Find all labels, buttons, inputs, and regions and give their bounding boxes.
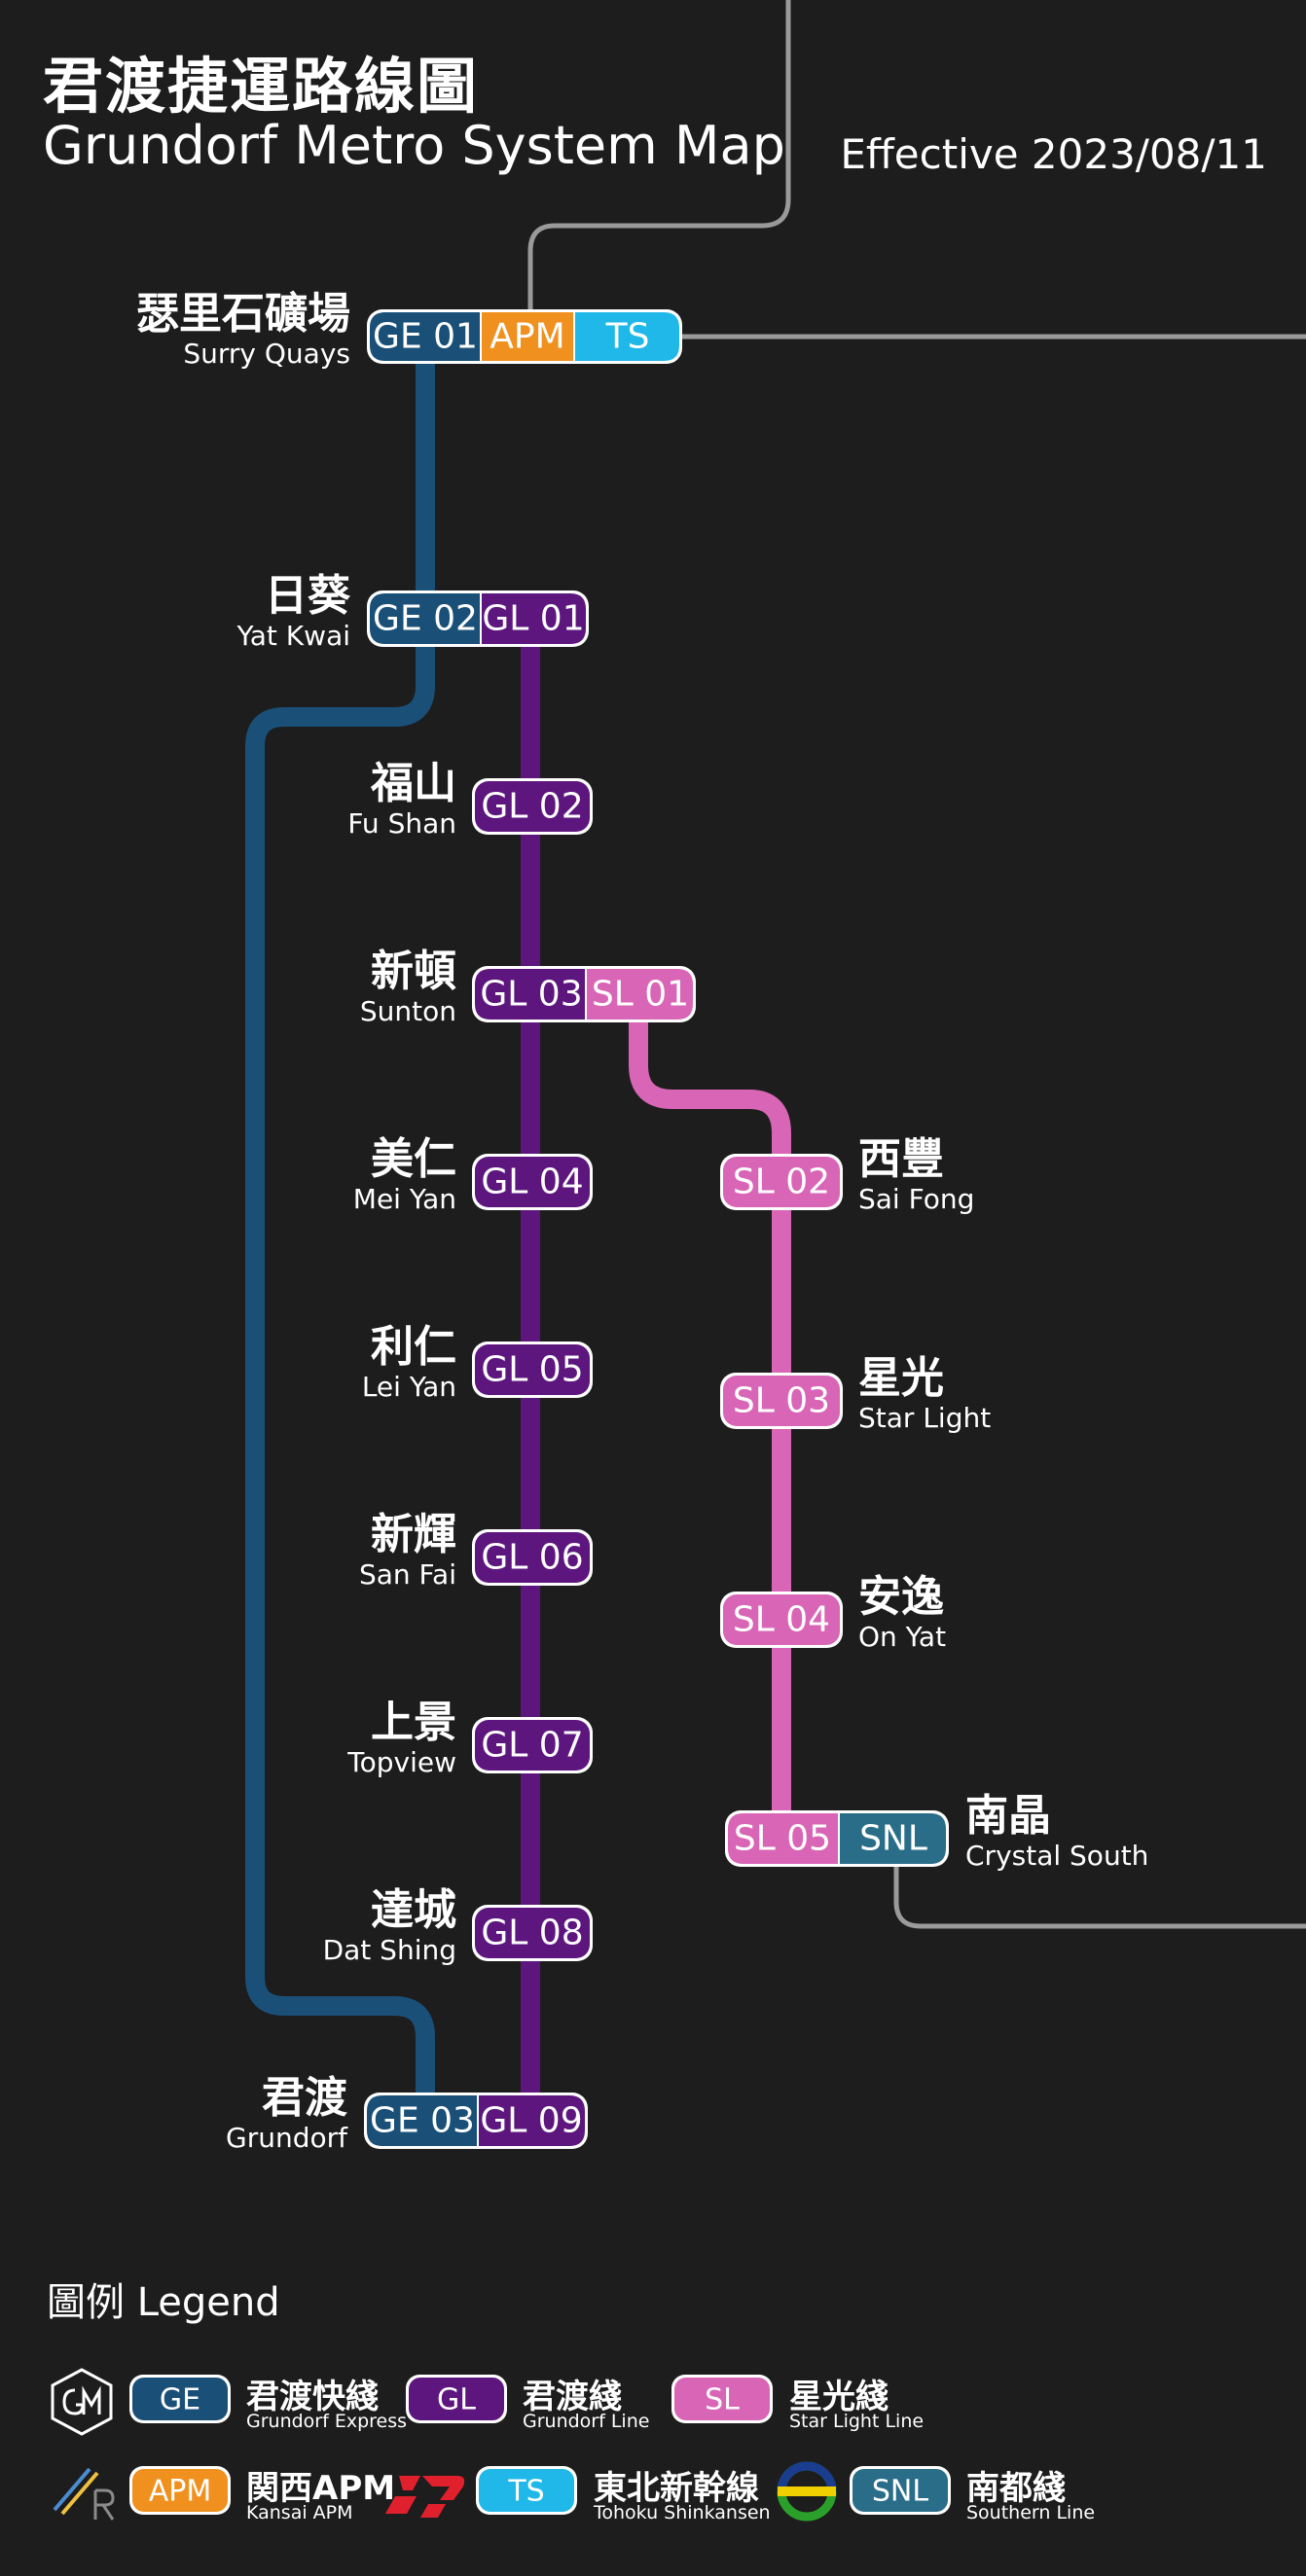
code-gl08: GL 08 bbox=[481, 1914, 583, 1953]
southern-line-roundel-icon bbox=[777, 2461, 837, 2522]
legend-ge-label-zh: 君渡快綫 bbox=[246, 2378, 379, 2416]
station-pill-sunton: GL 03 SL 01 bbox=[472, 966, 696, 1022]
svg-text:GE: GE bbox=[160, 2383, 200, 2417]
legend-sl-label-en: Star Light Line bbox=[789, 2411, 925, 2432]
connector-line-north bbox=[527, 0, 791, 321]
code-ge02: GE 02 bbox=[373, 599, 478, 639]
legend-snl-label-zh: 南都綫 bbox=[966, 2469, 1066, 2508]
code-gl05: GL 05 bbox=[481, 1350, 583, 1390]
station-pill-yat-kwai: GE 02 GL 01 bbox=[367, 590, 589, 647]
svg-text:SNL: SNL bbox=[872, 2475, 928, 2509]
code-snl: SNL bbox=[859, 1819, 927, 1859]
legend-sl-label-zh: 星光綫 bbox=[789, 2378, 889, 2416]
svg-text:TS: TS bbox=[507, 2475, 544, 2509]
svg-text:SL: SL bbox=[705, 2383, 740, 2417]
effective-date: Effective 2023/08/11 bbox=[840, 130, 1267, 178]
legend-ts-label-en: Tohoku Shinkansen bbox=[594, 2502, 771, 2523]
legend-gl-label-zh: 君渡綫 bbox=[523, 2378, 622, 2416]
station-pill-topview: GL 07 bbox=[472, 1717, 593, 1773]
legend-ge-label-en: Grundorf Express bbox=[246, 2411, 408, 2432]
legend-title: 圖例 Legend bbox=[47, 2280, 280, 2325]
code-ts: TS bbox=[605, 317, 650, 357]
code-gl06: GL 06 bbox=[481, 1538, 583, 1578]
connector-line-snl-east bbox=[893, 1841, 1306, 1929]
station-pill-star-light: SL 03 bbox=[720, 1373, 843, 1429]
code-gl01: GL 01 bbox=[482, 599, 584, 639]
code-sl02: SL 02 bbox=[733, 1163, 830, 1202]
legend-pills: GE GL SL APM TS SNL bbox=[129, 2375, 951, 2515]
code-gl02: GL 02 bbox=[481, 787, 583, 827]
station-pill-lei-yan: GL 05 bbox=[472, 1342, 593, 1398]
legend-ts-label-zh: 東北新幹線 bbox=[594, 2469, 759, 2508]
legend-apm-label-zh: 関西APM bbox=[246, 2469, 396, 2508]
legend-apm-label-en: Kansai APM bbox=[246, 2502, 353, 2523]
kansai-rail-logo-icon bbox=[53, 2467, 115, 2521]
code-gl09: GL 09 bbox=[480, 2101, 582, 2141]
code-sl03: SL 03 bbox=[733, 1381, 830, 1421]
map-title-english: Grundorf Metro System Map bbox=[43, 115, 785, 176]
station-pill-grundorf: GE 03 GL 09 bbox=[364, 2093, 588, 2149]
code-gl07: GL 07 bbox=[481, 1726, 583, 1766]
code-sl04: SL 04 bbox=[733, 1600, 830, 1640]
station-pill-surry-quays: GE 01 APM TS bbox=[367, 309, 682, 364]
legend-snl-label-en: Southern Line bbox=[966, 2502, 1096, 2523]
station-pill-mei-yan: GL 04 bbox=[472, 1154, 593, 1210]
map-title-chinese: 君渡捷運路線圖 bbox=[43, 51, 480, 122]
code-ge01: GE 01 bbox=[373, 317, 478, 357]
code-gl04: GL 04 bbox=[481, 1163, 583, 1202]
station-pill-on-yat: SL 04 bbox=[720, 1592, 843, 1648]
station-pill-san-fai: GL 06 bbox=[472, 1529, 593, 1586]
code-sl01: SL 01 bbox=[592, 975, 689, 1015]
station-pill-dat-shing: GL 08 bbox=[472, 1905, 593, 1961]
svg-text:GL: GL bbox=[437, 2383, 476, 2417]
code-sl05: SL 05 bbox=[734, 1819, 831, 1859]
svg-text:APM: APM bbox=[149, 2475, 212, 2509]
code-gl03: GL 03 bbox=[480, 975, 582, 1015]
jr-logo-icon bbox=[385, 2476, 465, 2518]
code-ge03: GE 03 bbox=[370, 2101, 475, 2141]
code-apm: APM bbox=[490, 317, 564, 357]
sl-line bbox=[629, 994, 791, 1839]
station-pill-crystal-south: SL 05 SNL bbox=[725, 1810, 949, 1867]
legend-gl-label-en: Grundorf Line bbox=[523, 2411, 650, 2432]
ge-line bbox=[245, 337, 435, 2121]
station-pill-fu-shan: GL 02 bbox=[472, 778, 593, 835]
grundorf-metro-logo-icon bbox=[51, 2368, 113, 2436]
station-pill-sai-fong: SL 02 bbox=[720, 1154, 843, 1210]
